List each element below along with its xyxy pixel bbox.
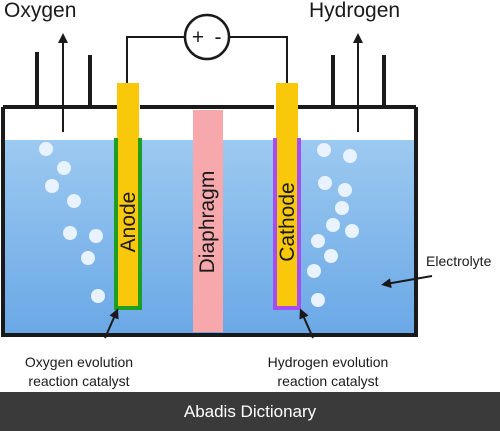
anode-label: Anode <box>117 192 140 253</box>
her-catalyst-label-line2: reaction catalyst <box>277 373 378 389</box>
oer-catalyst-label-line1: Oxygen evolution <box>25 354 133 370</box>
bubble-icon <box>39 142 53 156</box>
oxygen-bubbles <box>39 142 105 303</box>
cathode-electrode <box>277 138 297 306</box>
diagram-canvas: + - Diaphragm Anode Cathode <box>1 0 492 389</box>
bubble-icon <box>67 194 81 208</box>
footer-banner: Abadis Dictionary <box>0 392 500 431</box>
anode-lead <box>117 83 139 143</box>
battery-minus: - <box>215 26 222 49</box>
diaphragm-membrane <box>193 110 223 332</box>
footer-text: Abadis Dictionary <box>183 401 317 421</box>
bubble-icon <box>63 226 77 240</box>
hydrogen-outlet-pipe <box>331 55 386 107</box>
cathode-label: Cathode <box>276 182 299 261</box>
battery-plus: + <box>192 26 204 49</box>
wire-cathode <box>230 36 288 85</box>
battery-icon: + - <box>183 13 231 61</box>
bubble-icon <box>311 234 325 248</box>
bubble-icon <box>317 143 331 157</box>
diaphragm-label: Diaphragm <box>196 171 219 274</box>
bubble-icon <box>81 251 95 265</box>
bubble-icon <box>326 218 340 232</box>
her-catalyst-pointer <box>299 308 314 339</box>
hydrogen-bubbles <box>307 143 359 307</box>
tank-outline <box>1 107 418 337</box>
electrolyte-label: Electrolyte <box>426 253 492 269</box>
oxygen-label: Oxygen <box>4 0 76 22</box>
wire-anode <box>126 36 185 85</box>
bubble-icon <box>345 224 359 238</box>
bubble-icon <box>343 149 357 163</box>
bubble-icon <box>324 249 338 263</box>
bubble-icon <box>91 289 105 303</box>
bubble-icon <box>45 179 59 193</box>
oer-catalyst-label-line2: reaction catalyst <box>28 373 129 389</box>
electrolyte-pointer <box>381 275 433 289</box>
anode-electrode <box>118 138 138 306</box>
her-catalyst-label-line1: Hydrogen evolution <box>268 354 389 370</box>
bubble-icon <box>311 293 325 307</box>
bubble-icon <box>318 176 332 190</box>
bubble-icon <box>89 229 103 243</box>
oer-catalyst-pointer <box>104 308 119 339</box>
bubble-icon <box>57 161 71 175</box>
bubble-icon <box>307 264 321 278</box>
hydrogen-label: Hydrogen <box>309 0 400 22</box>
cathode-lead <box>276 83 298 143</box>
bubble-icon <box>338 183 352 197</box>
bubble-icon <box>335 201 349 215</box>
